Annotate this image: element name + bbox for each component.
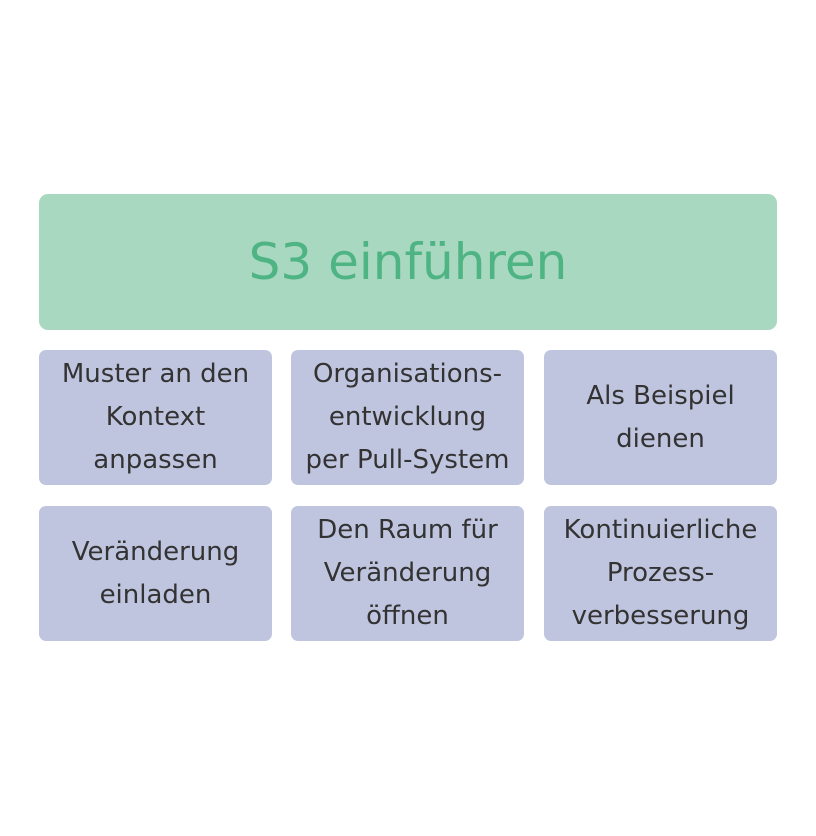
practice-card-label: Veränderung einladen <box>71 536 240 610</box>
practice-card: Organisations- entwicklung per Pull-Syst… <box>291 350 524 485</box>
diagram-title: S3 einführen <box>248 233 568 291</box>
practice-card: Den Raum für Veränderung öffnen <box>291 506 524 641</box>
practice-card-label: Kontinuierliche Prozess- verbesserung <box>563 515 758 631</box>
practice-card: Muster an den Kontext anpassen <box>39 350 272 485</box>
practice-card: Kontinuierliche Prozess- verbesserung <box>544 506 777 641</box>
practice-card: Veränderung einladen <box>39 506 272 641</box>
practice-card-label: Als Beispiel dienen <box>586 380 735 454</box>
header-box: S3 einführen <box>39 194 777 330</box>
practice-card-label: Den Raum für Veränderung öffnen <box>317 515 498 631</box>
practice-card-label: Muster an den Kontext anpassen <box>61 359 250 475</box>
practice-card: Als Beispiel dienen <box>544 350 777 485</box>
practice-card-label: Organisations- entwicklung per Pull-Syst… <box>305 359 510 475</box>
